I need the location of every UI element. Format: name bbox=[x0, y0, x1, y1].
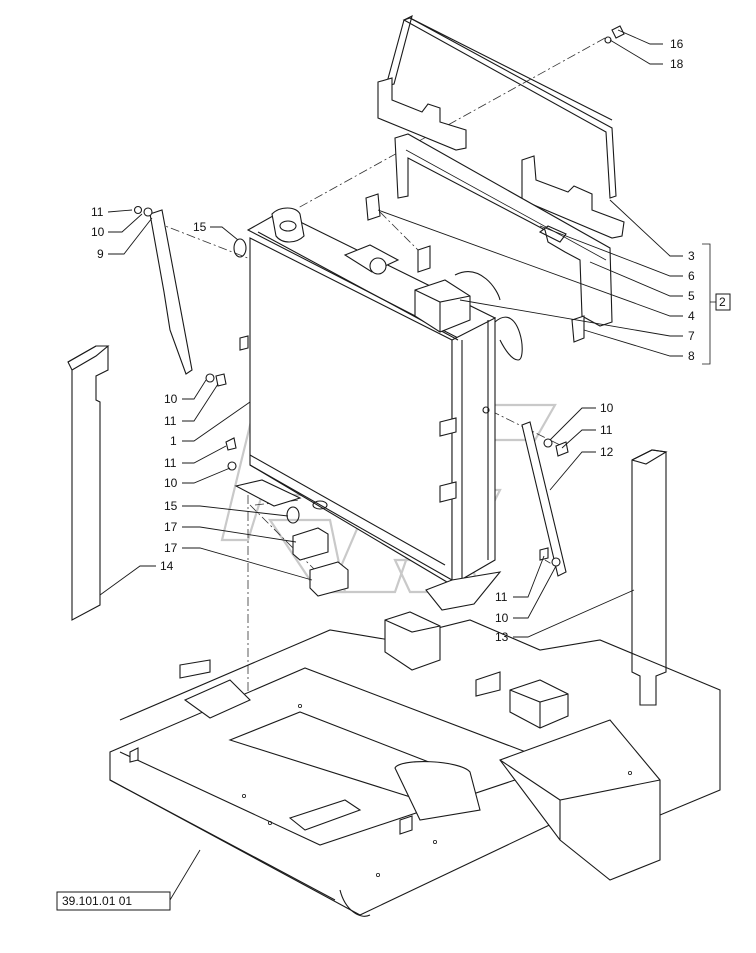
callout-2: 2 bbox=[719, 295, 726, 309]
callout-15: 15 bbox=[164, 499, 178, 513]
callout-13: 13 bbox=[495, 630, 509, 644]
callout-9: 9 bbox=[97, 247, 104, 261]
callout-8: 8 bbox=[688, 349, 695, 363]
callout-10: 10 bbox=[91, 225, 105, 239]
callout-12: 12 bbox=[600, 445, 614, 459]
callout-1: 1 bbox=[170, 434, 177, 448]
callout-14: 14 bbox=[160, 559, 174, 573]
side-covers bbox=[67, 345, 668, 706]
leader-lines bbox=[99, 29, 716, 901]
rubber-pads bbox=[365, 193, 585, 343]
group-2-box bbox=[715, 293, 731, 311]
callout-18: 18 bbox=[670, 57, 684, 71]
shroud-plate bbox=[394, 133, 613, 327]
callout-3: 3 bbox=[688, 249, 695, 263]
bracket-3 bbox=[377, 77, 625, 239]
callout-11: 11 bbox=[91, 205, 104, 219]
rod-bracket bbox=[385, 14, 625, 199]
callout-15: 15 bbox=[193, 220, 207, 234]
reference-label: 39.101.01 01 bbox=[62, 894, 132, 908]
base-frame bbox=[109, 611, 721, 917]
callout-10: 10 bbox=[495, 611, 509, 625]
fastener-hardware bbox=[133, 205, 569, 567]
callout-10: 10 bbox=[600, 401, 614, 415]
callout-10: 10 bbox=[164, 476, 178, 490]
stay-rods bbox=[149, 209, 567, 577]
callout-6: 6 bbox=[688, 269, 695, 283]
callout-4: 4 bbox=[688, 309, 695, 323]
seal-rings bbox=[233, 238, 328, 524]
reference-link[interactable]: 39.101.01 01 bbox=[56, 891, 171, 911]
callout-5: 5 bbox=[688, 289, 695, 303]
callout-7: 7 bbox=[688, 329, 695, 343]
callout-labels: 16 18 11 10 9 15 3 6 5 4 7 8 2 10 11 1 1… bbox=[91, 37, 731, 644]
callout-11: 11 bbox=[495, 590, 508, 604]
callout-17: 17 bbox=[164, 520, 178, 534]
rubber-blocks bbox=[292, 527, 349, 597]
callout-10: 10 bbox=[164, 392, 178, 406]
callout-17: 17 bbox=[164, 541, 178, 555]
callout-16: 16 bbox=[670, 37, 684, 51]
callout-11: 11 bbox=[164, 456, 177, 470]
callout-11: 11 bbox=[600, 423, 613, 437]
callout-11: 11 bbox=[164, 414, 177, 428]
radiator-assembly bbox=[234, 207, 523, 611]
